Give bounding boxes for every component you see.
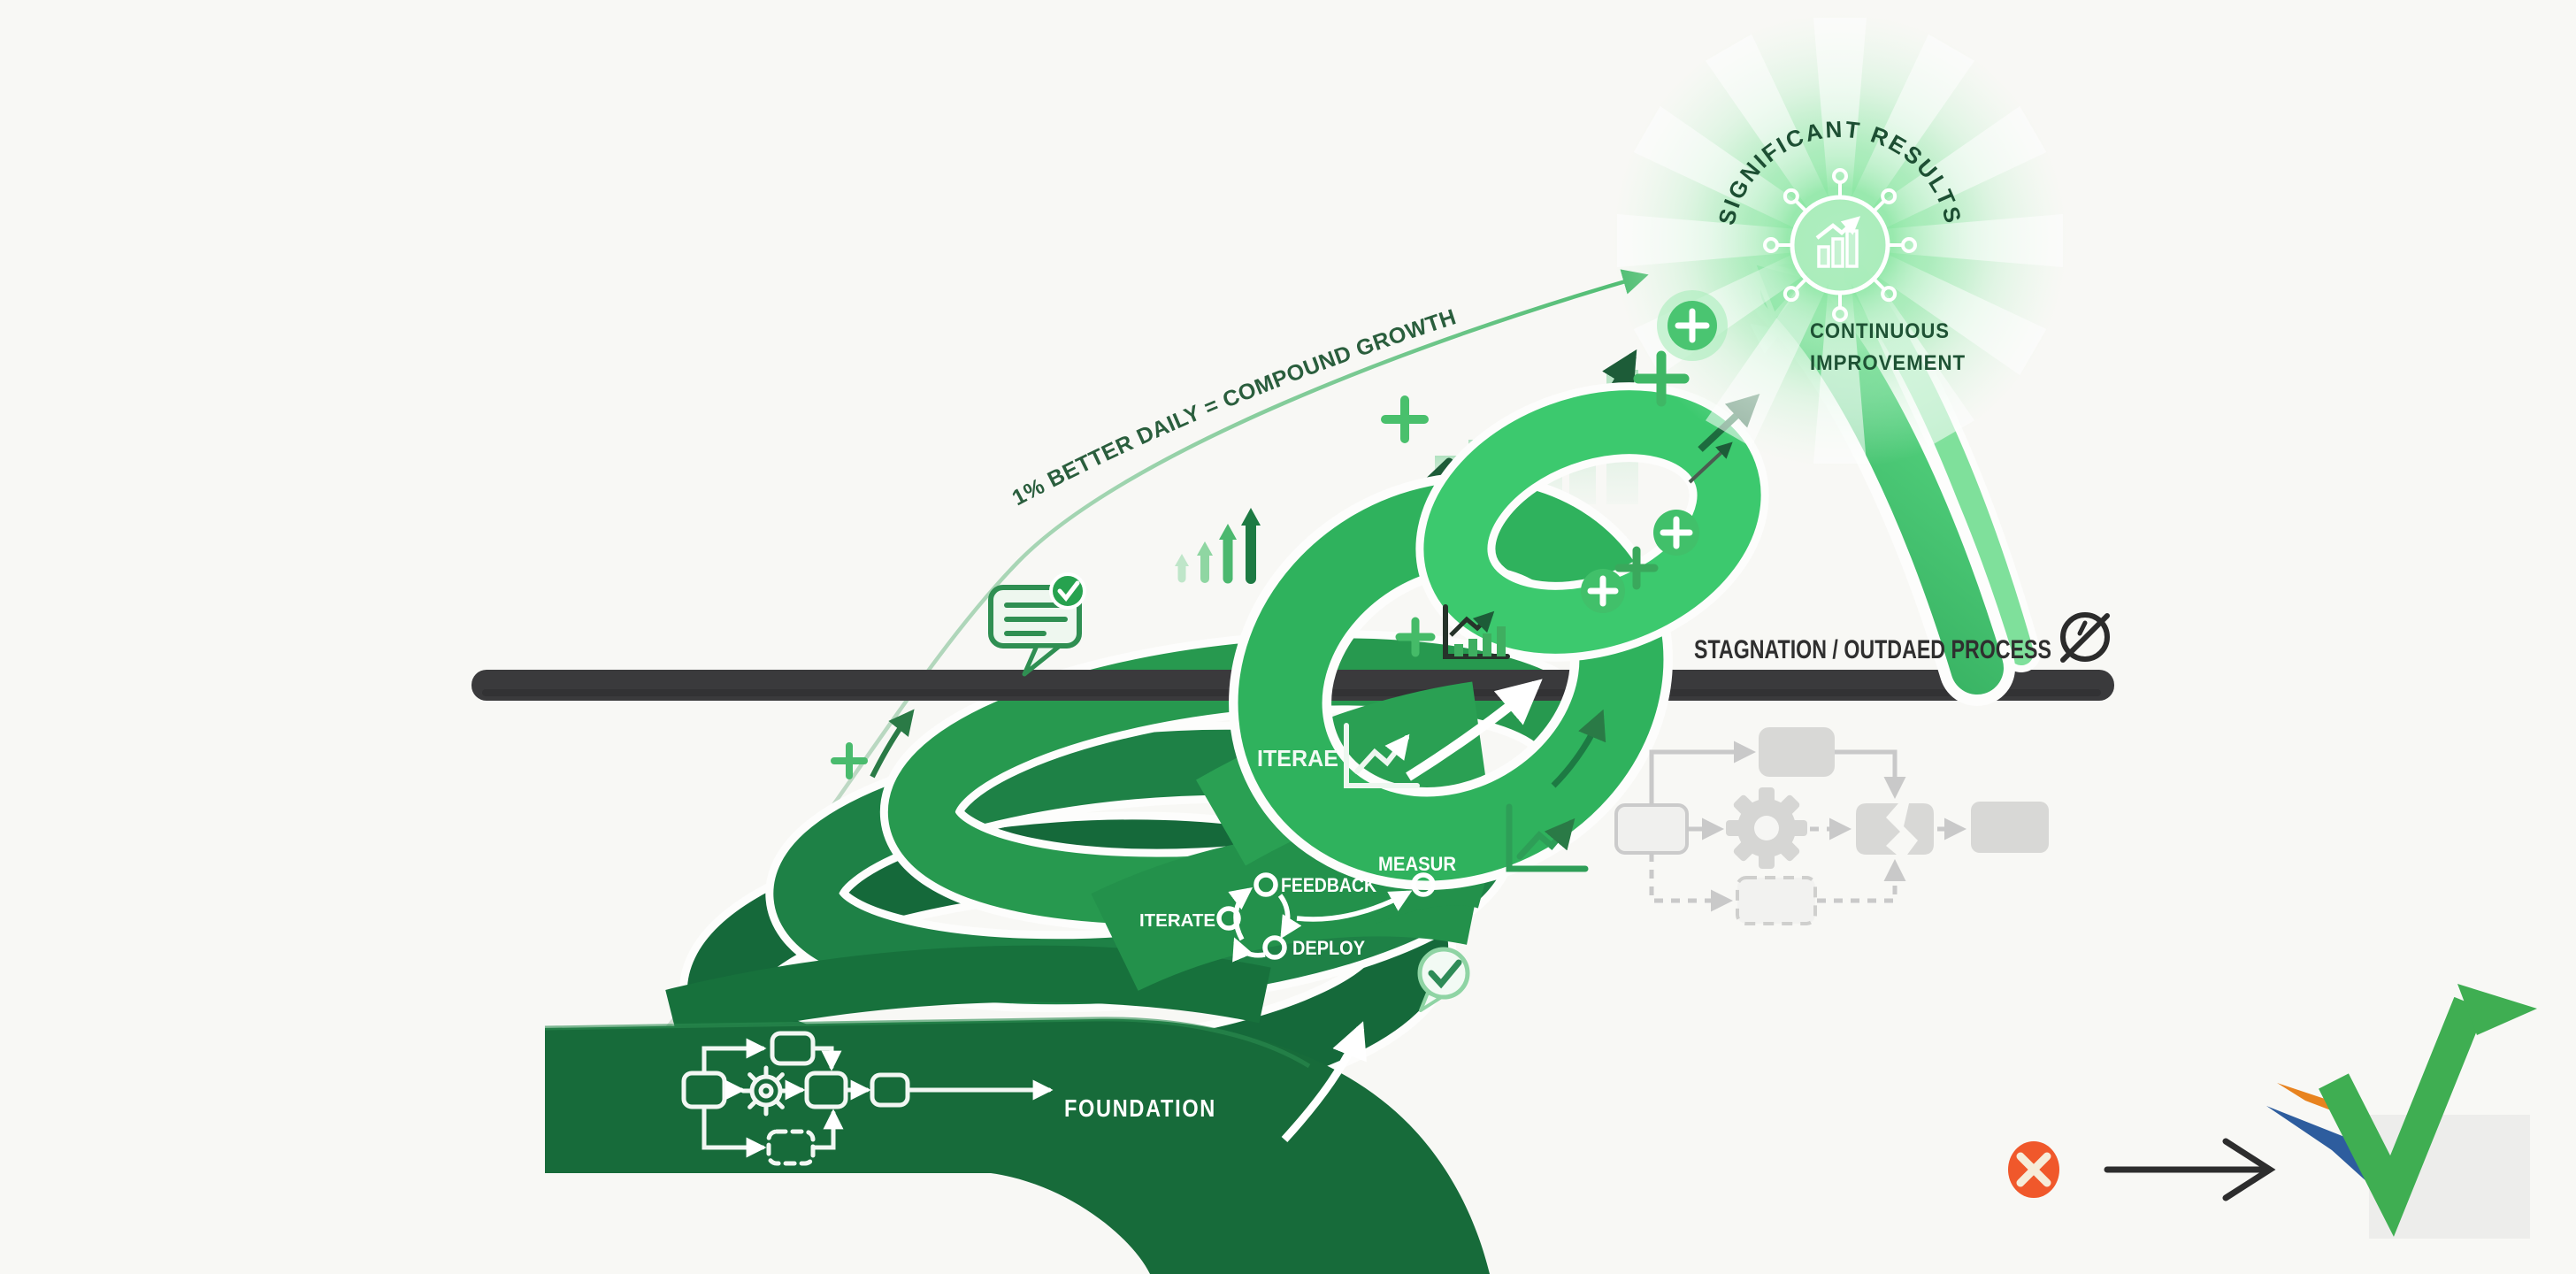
circled-plus-icons [1581, 290, 1728, 613]
plus-icons [831, 350, 1690, 779]
bar-chart-icon [1443, 604, 1510, 659]
ascending-arrows-icon [1175, 508, 1261, 584]
stagnation-group: STAGNATION / OUTDAED PROCESS [1694, 612, 2110, 664]
line-chart-icon [1344, 723, 1420, 788]
speech-bubble-check-small [1417, 947, 1470, 1012]
speech-bubble-check-icon [988, 572, 1086, 677]
ribbon-iterate-group: ITERAE [1257, 723, 1420, 788]
flowchart-icon [681, 1031, 1054, 1166]
starburst: SIGNIFICANT RESULTS CONTINUOUS IMPROVEME… [1612, 12, 2068, 469]
hub-chart-icon [1763, 168, 1917, 322]
cycle-deploy-label: DEPLOY [1292, 937, 1365, 959]
foundation-ribbon: FOUNDATION [544, 1017, 1490, 1274]
check-badge-icon [1049, 572, 1086, 610]
continuous-label-2: IMPROVEMENT [1810, 351, 1966, 375]
faded-flowchart [1614, 727, 2049, 925]
cycle-diagram: ITERATE FEEDBACK DEPLOY MEASUR [1139, 853, 1456, 963]
cycle-measure-label: MEASUR [1378, 853, 1456, 875]
broken-process-icon [1856, 803, 1900, 855]
no-symbol-icon [2060, 612, 2110, 663]
stagnation-label: STAGNATION / OUTDAED PROCESS [1694, 635, 2051, 664]
small-curved-arrow-icon [870, 709, 915, 779]
bottom-right-group [2008, 984, 2537, 1239]
cycle-feedback-label: FEEDBACK [1281, 874, 1376, 896]
line-chart-icon-green [1506, 803, 1589, 872]
ribbon-iterate-label: ITERAE [1257, 745, 1338, 771]
right-arrow-icon [2104, 1138, 2276, 1201]
foundation-label: FOUNDATION [1064, 1094, 1216, 1122]
continuous-label-1: CONTINUOUS [1810, 319, 1950, 343]
checkmark-logo [2266, 984, 2537, 1239]
logo-checkmark [2319, 996, 2486, 1237]
gear-icon-gray [1726, 787, 1807, 869]
cycle-iterate-label: ITERATE [1139, 911, 1215, 931]
gear-icon [740, 1065, 792, 1117]
